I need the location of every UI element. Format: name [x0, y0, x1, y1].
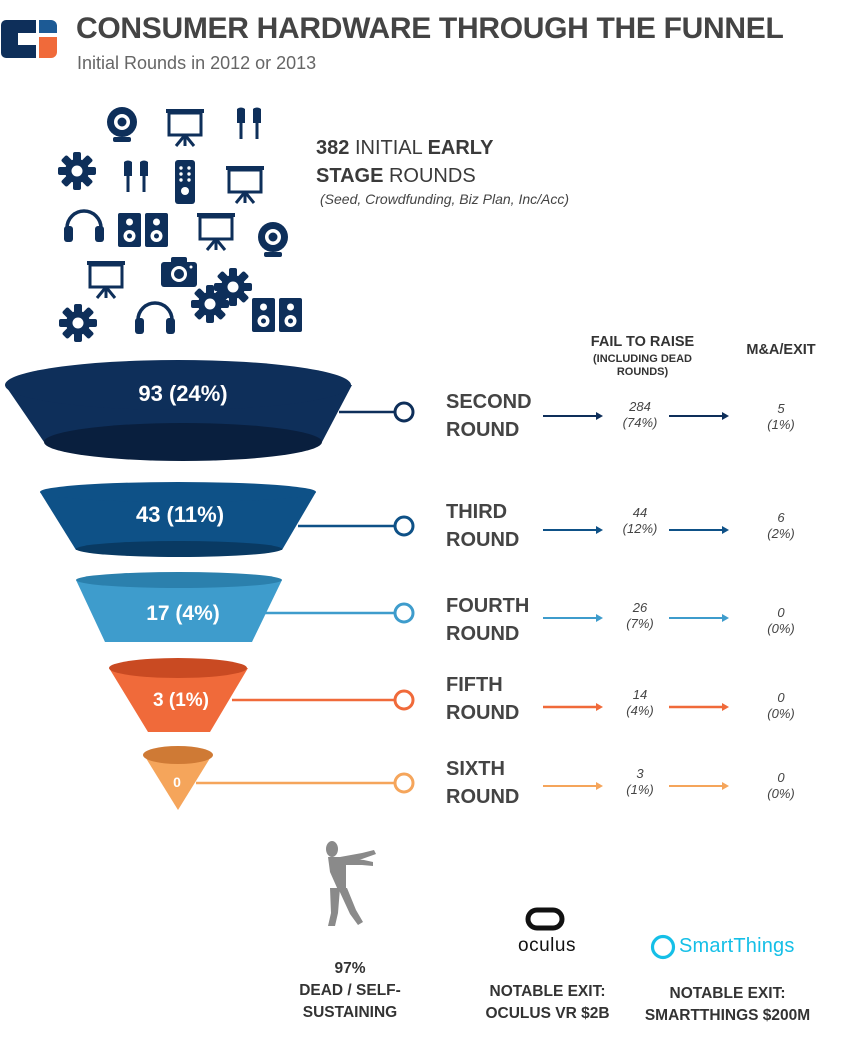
headphones-icon [62, 209, 106, 244]
speakers-icon [252, 298, 302, 332]
presentation-screen-icon [164, 107, 206, 148]
oculus-exit-label: NOTABLE EXIT:OCULUS VR $2B [485, 983, 610, 1022]
fail-to-raise-header: FAIL TO RAISE [590, 334, 695, 350]
funnel-value-fifth: 3 (1%) [153, 690, 209, 711]
exit-header: M&A/EXIT [746, 342, 816, 358]
camera-icon [161, 257, 197, 287]
exit-stat-fourth: 0(0%) [767, 605, 795, 636]
funnel-stage-fourth [76, 572, 729, 642]
zombie-icon [326, 841, 376, 926]
hardware-icon-cloud [58, 105, 302, 342]
fail-stat-third: 44(12%) [622, 505, 658, 536]
smartthings-logo-icon [650, 934, 676, 960]
funnel-stage-second [5, 360, 729, 461]
page-title: CONSUMER HARDWARE THROUGH THE FUNNEL [76, 12, 784, 45]
funnel-stage-fifth [109, 658, 729, 732]
funnel-value-sixth: 0 [173, 774, 181, 790]
presentation-screen-icon [195, 211, 237, 252]
exit-stat-third: 6(2%) [767, 510, 795, 541]
smartthings-logo-text: SmartThings [679, 935, 795, 957]
webcam-icon [107, 107, 137, 142]
fail-stat-fourth: 26(7%) [626, 600, 654, 631]
funnel-value-second: 93 (24%) [138, 381, 228, 406]
webcam-icon [258, 222, 288, 257]
funnel-stage-sixth [143, 746, 729, 810]
fail-stat-sixth: 3(1%) [626, 766, 654, 797]
funnel-stage-third [40, 482, 729, 557]
initial-round-types: (Seed, Crowdfunding, Biz Plan, Inc/Acc) [320, 191, 570, 207]
exit-stat-sixth: 0(0%) [767, 770, 795, 801]
dead-summary: 97%DEAD / SELF-SUSTAINING [299, 960, 401, 1021]
speakers-icon [118, 213, 168, 247]
fail-stat-second: 284(74%) [622, 399, 658, 430]
initial-rounds-summary: 382 INITIAL EARLY STAGE ROUNDS [316, 137, 494, 187]
gear-icon [59, 304, 97, 342]
smartthings-exit-label: NOTABLE EXIT:SMARTTHINGS $200M [644, 985, 811, 1024]
oculus-logo-text: oculus [518, 935, 576, 956]
exit-stat-second: 5(1%) [767, 401, 795, 432]
earbuds-icon [122, 158, 150, 194]
oculus-logo-icon [525, 907, 565, 931]
presentation-screen-icon [85, 259, 127, 300]
funnel-diagram [5, 360, 729, 810]
remote-control-icon [175, 160, 195, 204]
earbuds-icon [235, 105, 263, 141]
fail-stat-fifth: 14(4%) [626, 687, 654, 718]
cb-logo [1, 20, 57, 58]
funnel-value-fourth: 17 (4%) [146, 602, 220, 625]
fail-to-raise-subheader: (INCLUDING DEAD ROUNDS) [593, 353, 692, 378]
presentation-screen-icon [224, 164, 266, 205]
funnel-value-third: 43 (11%) [135, 502, 225, 527]
headphones-icon [133, 301, 177, 336]
gear-icon [58, 152, 96, 190]
page-subtitle: Initial Rounds in 2012 or 2013 [77, 53, 317, 73]
exit-stat-fifth: 0(0%) [767, 690, 795, 721]
gear-icon [191, 285, 229, 323]
